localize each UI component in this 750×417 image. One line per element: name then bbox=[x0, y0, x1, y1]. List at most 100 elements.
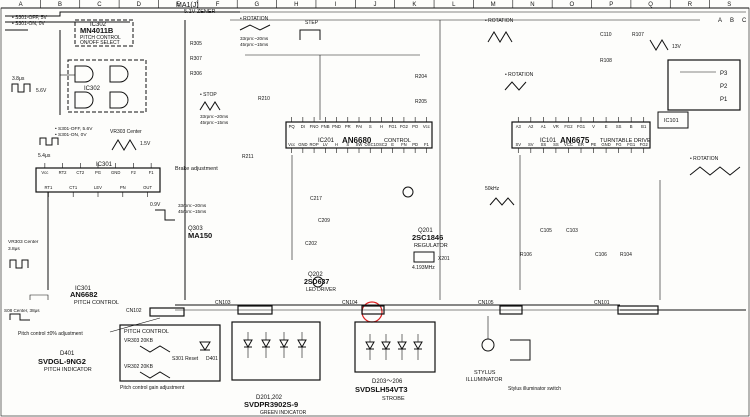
q303-ref: Q303 bbox=[188, 226, 203, 232]
r305-label: R305 bbox=[190, 41, 202, 47]
led-diode bbox=[297, 339, 307, 349]
p2-label: P2 bbox=[720, 84, 728, 90]
c209-label: C209 bbox=[318, 218, 330, 224]
ic-pin-label: SS bbox=[553, 142, 559, 147]
waveform-vr303 bbox=[111, 139, 137, 151]
tr-a: A bbox=[718, 18, 722, 24]
cn105-connector bbox=[499, 305, 523, 315]
grid-letter: H bbox=[294, 2, 298, 8]
ic302-desc2: ON/OFF SELECT bbox=[80, 40, 120, 46]
ic-pin-label: SV bbox=[528, 142, 534, 147]
d401-part: SVDGL-9NG2 bbox=[38, 357, 86, 366]
ic-pin-label: CT1 bbox=[69, 185, 78, 190]
vr303-3p8: 3.8μs bbox=[8, 246, 20, 252]
waveform-left-1 bbox=[11, 83, 31, 93]
p3-label: P3 bbox=[720, 71, 728, 77]
cn103-connector bbox=[237, 305, 273, 315]
step-label: STEP bbox=[305, 20, 319, 26]
waveform-w1: 3.8μs bbox=[12, 76, 25, 82]
ic-pin-label: V bbox=[592, 124, 595, 129]
grid-letter: K bbox=[412, 2, 416, 8]
ic-pin-label: Vcc bbox=[41, 170, 48, 175]
ic-pin-label: RT1 bbox=[44, 185, 53, 190]
ic301-ref-2: IC301 bbox=[75, 286, 92, 292]
d401-ref: D401 bbox=[60, 351, 75, 357]
ic-pin-label: LV bbox=[323, 142, 328, 147]
crystal-symbol bbox=[413, 251, 435, 263]
stop-text: 33rpm:~20ms bbox=[200, 114, 229, 119]
ic-pin-label: FN bbox=[401, 142, 407, 147]
ic-pin-label: FG2 bbox=[640, 142, 649, 147]
ic-pin-label: FG1 bbox=[389, 124, 398, 129]
ic-pin-label: H bbox=[380, 124, 383, 129]
grid-letter: R bbox=[688, 2, 693, 8]
rotation-label-1: • ROTATION bbox=[240, 16, 269, 22]
rotation-label-3: • ROTATION bbox=[505, 72, 534, 78]
ic-pin-label: PD bbox=[412, 142, 418, 147]
ic101-desc: TURNTABLE DRIVE bbox=[600, 138, 651, 144]
rail-top-1 bbox=[5, 11, 240, 17]
grid-letter: B bbox=[58, 2, 62, 8]
wave-20v-label: 0.9V bbox=[150, 202, 161, 208]
r211-label: R211 bbox=[242, 154, 254, 160]
waveform-left-3 bbox=[9, 259, 29, 269]
ic-pin-label: GND bbox=[298, 142, 307, 147]
grid-letter: A bbox=[19, 2, 23, 8]
ic-pin-label: FG bbox=[616, 142, 622, 147]
s301-label-1: • S301-OFF, 5V bbox=[12, 15, 47, 21]
ic-pin-label: B bbox=[630, 124, 633, 129]
r205-label: R205 bbox=[415, 99, 427, 105]
ic-pin-label: PND bbox=[332, 124, 341, 129]
ic-pin-label: Vcc bbox=[288, 142, 295, 147]
ic-pin-label: SS bbox=[616, 124, 622, 129]
d201-leds bbox=[243, 332, 307, 358]
nand-gate-1 bbox=[74, 65, 94, 83]
s301-label-2: • S301-ON, 0V bbox=[12, 21, 46, 27]
grid-letter: I bbox=[335, 2, 337, 8]
d201-ref: D201,202 bbox=[256, 395, 283, 401]
frame-border bbox=[0, 7, 750, 417]
waveform-left-2 bbox=[39, 137, 59, 146]
cn104-label: CN104 bbox=[342, 300, 358, 306]
grid-letter: O bbox=[570, 2, 575, 8]
vr302-resistor bbox=[139, 371, 171, 379]
q202-part: 2SD637 bbox=[304, 279, 329, 286]
d203-part: SVDSLH54VT3 bbox=[355, 385, 408, 394]
s301-reset: S301 Reset bbox=[172, 356, 199, 362]
s301-mid-on: • S301-ON, 0V bbox=[55, 132, 87, 138]
ic-pin-label: SW bbox=[356, 142, 363, 147]
led-diode bbox=[365, 341, 375, 351]
rotation-label-4: • ROTATION bbox=[690, 156, 719, 162]
ic-pin-label: CT2 bbox=[76, 170, 85, 175]
led-diode bbox=[397, 341, 407, 351]
grid-letter: C bbox=[97, 2, 102, 8]
grid-letter: P bbox=[609, 2, 613, 8]
cn101-label: CN101 bbox=[594, 300, 610, 306]
grid-letter: E bbox=[176, 2, 180, 8]
stylus-switch-label: Stylus illuminator switch bbox=[508, 386, 561, 392]
ic-pin-label: FG1 bbox=[627, 142, 636, 147]
ic-pin-label: ER bbox=[578, 142, 584, 147]
pitch-zero-adj: Pitch control ±0% adjustment bbox=[18, 331, 83, 337]
waveform-step bbox=[299, 29, 321, 40]
mai-label: MA1(J) bbox=[176, 2, 199, 9]
d203-leds bbox=[365, 334, 423, 360]
crystal-freq: 4.193MHz bbox=[412, 265, 435, 271]
q303-part: MA150 bbox=[188, 231, 212, 240]
waveform-right-1 bbox=[649, 39, 669, 51]
tr-b: B bbox=[730, 18, 734, 24]
waveform-w2: 5.6V bbox=[36, 88, 47, 94]
d401-led bbox=[199, 341, 211, 351]
r107-label: R107 bbox=[632, 32, 644, 38]
grid-letter: F bbox=[216, 2, 220, 8]
pitch-control-title: PITCH CONTROL bbox=[124, 329, 169, 335]
waveform-w6: 1.5V bbox=[140, 141, 151, 147]
r106-label: R106 bbox=[520, 252, 532, 258]
ic-pin-label: SS bbox=[541, 142, 547, 147]
ic301-gnd bbox=[29, 294, 49, 300]
c110-label: C110 bbox=[600, 32, 612, 38]
ic-pin-label: GND bbox=[601, 142, 610, 147]
led-diode bbox=[279, 339, 289, 349]
d201-box bbox=[231, 321, 321, 381]
